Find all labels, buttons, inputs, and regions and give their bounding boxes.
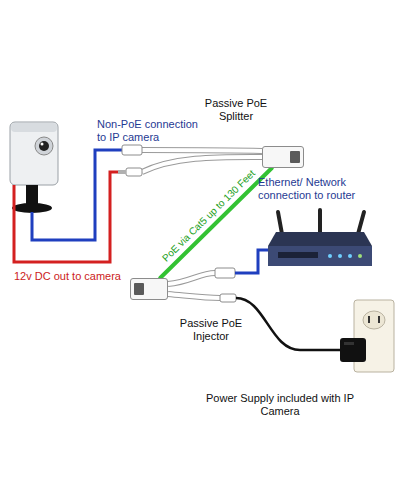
annotation: Power Supply included with IP Camera (206, 392, 354, 417)
rj45-port (134, 283, 144, 295)
router-ethernet-wire (235, 250, 270, 273)
antenna (278, 212, 282, 234)
router-front (268, 246, 372, 266)
lens-glint (41, 143, 44, 146)
annotation-box: Ethernet/ Network connection to router (258, 176, 380, 202)
annotation: 12v DC out to camera (14, 270, 121, 282)
adapter-body (340, 338, 366, 362)
cable (168, 273, 215, 284)
annotation-box: Power Supply included with IP Camera (205, 392, 355, 418)
router-top (268, 232, 372, 246)
ip-camera (10, 122, 58, 213)
annotation-box: Non-PoE connection to IP camera (97, 118, 209, 144)
cable (142, 150, 262, 151)
injector-cables (168, 268, 236, 302)
cable-outline (168, 294, 220, 298)
camera-body (10, 122, 58, 185)
camera-stand (26, 185, 38, 205)
cable (142, 157, 262, 172)
splitter-cables (118, 145, 262, 176)
rj45-plug (215, 268, 235, 278)
cable-outline (168, 273, 215, 284)
device-heading-box: Passive PoE Splitter (196, 97, 276, 123)
router-led (358, 254, 362, 258)
dc-barrel (118, 170, 126, 174)
slot (368, 316, 370, 323)
camera-top (11, 123, 57, 132)
router (268, 210, 372, 266)
antenna (318, 210, 322, 232)
router-led (338, 254, 342, 258)
cable (168, 294, 220, 298)
link-label-box: PoE via Cat5 up to 130 Feet (159, 166, 260, 266)
router-led (348, 254, 352, 258)
power-cord (236, 298, 340, 350)
camera-lens-ring (35, 137, 53, 155)
cable-outline (142, 150, 262, 151)
annotation: Non-PoE connection to IP camera (97, 118, 198, 143)
dc-power-wire (14, 172, 118, 262)
camera-base (12, 203, 52, 213)
device-heading: Passive PoE Injector (180, 317, 242, 342)
cable-outline (142, 157, 262, 172)
rj45-port (290, 151, 300, 163)
rj45-plug (122, 145, 142, 155)
router-led (328, 254, 332, 258)
poe-adapter-box: Passive PoE Splitter (262, 146, 304, 168)
dc-jack (220, 294, 236, 302)
cat5-poe-link (160, 168, 272, 278)
device-heading-box: Passive PoE Injector (171, 317, 251, 343)
power-adapter (340, 338, 366, 362)
receptacle (363, 311, 385, 329)
adapter-detail (344, 342, 354, 345)
annotation-box: 12v DC out to camera (14, 270, 174, 283)
link-label: PoE via Cat5 up to 130 Feet (160, 168, 257, 264)
device-heading: Passive PoE Splitter (205, 97, 267, 122)
antenna (358, 212, 364, 234)
camera-lens (39, 141, 49, 151)
poe-adapter-box: Passive PoE Injector (130, 278, 168, 300)
annotation: Ethernet/ Network connection to router (258, 176, 355, 201)
router-panel (278, 252, 318, 258)
slot (378, 316, 380, 323)
dc-plug (126, 168, 142, 176)
